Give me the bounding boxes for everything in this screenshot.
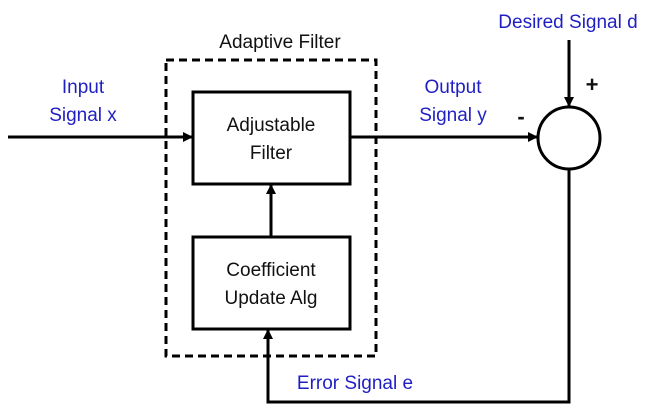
summing-junction [536,105,602,171]
output-label-line1: Output [424,77,482,98]
adaptive-filter-boundary [164,58,378,358]
minus-sign: - [517,104,524,129]
desired-signal-label: Desired Signal d [498,12,637,33]
input-label-line1: Input [62,77,105,98]
coefficient-update-label-line1: Coefficient [226,260,316,281]
adjustable-filter-block [191,90,352,186]
coefficient-update-block [191,235,352,331]
output-label-line2: Signal y [419,105,487,126]
adaptive-filter-title: Adaptive Filter [219,32,341,53]
adjustable-filter-label-line2: Filter [250,143,293,164]
input-label-line2: Signal x [49,105,117,126]
coefficient-update-label-line2: Update Alg [225,288,318,309]
error-feedback-path [263,170,571,404]
adjustable-filter-label-line1: Adjustable [227,115,316,136]
error-signal-label: Error Signal e [297,373,413,394]
plus-sign: + [586,72,599,97]
